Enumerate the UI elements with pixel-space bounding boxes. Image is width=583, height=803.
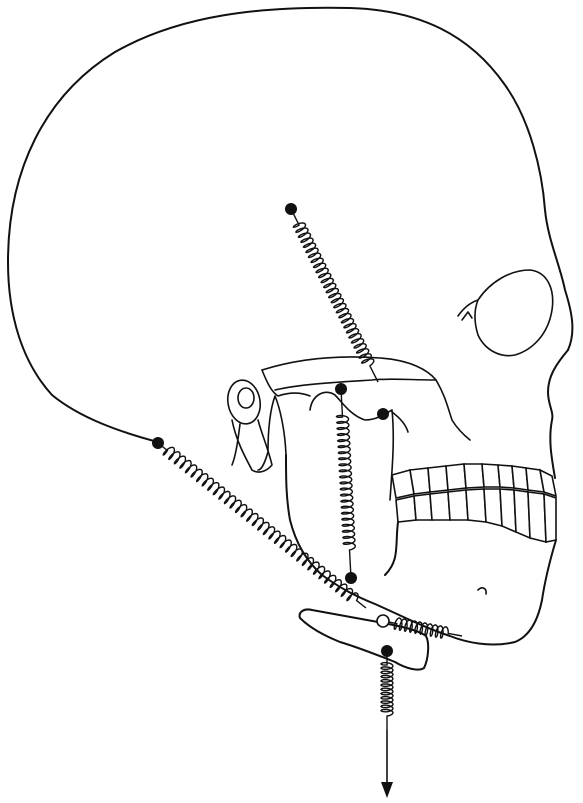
ear-canal bbox=[224, 378, 263, 427]
occipital-pin bbox=[152, 437, 164, 449]
downward-force-arrow bbox=[381, 782, 393, 798]
orbit-outline bbox=[475, 270, 553, 356]
temporalis-spring bbox=[291, 209, 378, 382]
zygomatic-arch bbox=[262, 357, 436, 390]
temporalis-origin-pin bbox=[285, 203, 297, 215]
cranium-outline bbox=[8, 8, 572, 442]
maxilla-outline bbox=[392, 380, 470, 440]
temporal-line bbox=[262, 370, 310, 396]
lower-teeth bbox=[396, 489, 556, 542]
masseter-origin-pin bbox=[335, 383, 347, 395]
mastoid-process bbox=[232, 420, 272, 472]
mental-foramen bbox=[478, 588, 486, 594]
zygoma-pin bbox=[377, 408, 389, 420]
hyoid-pin bbox=[381, 645, 393, 657]
masseter-spring bbox=[337, 389, 356, 578]
infrahyoid-spring bbox=[381, 651, 393, 730]
mandible-joint-pin bbox=[377, 615, 389, 627]
ear-canal-inner bbox=[238, 388, 254, 408]
face-contour bbox=[548, 350, 568, 478]
masseter-insertion-pin bbox=[345, 572, 357, 584]
